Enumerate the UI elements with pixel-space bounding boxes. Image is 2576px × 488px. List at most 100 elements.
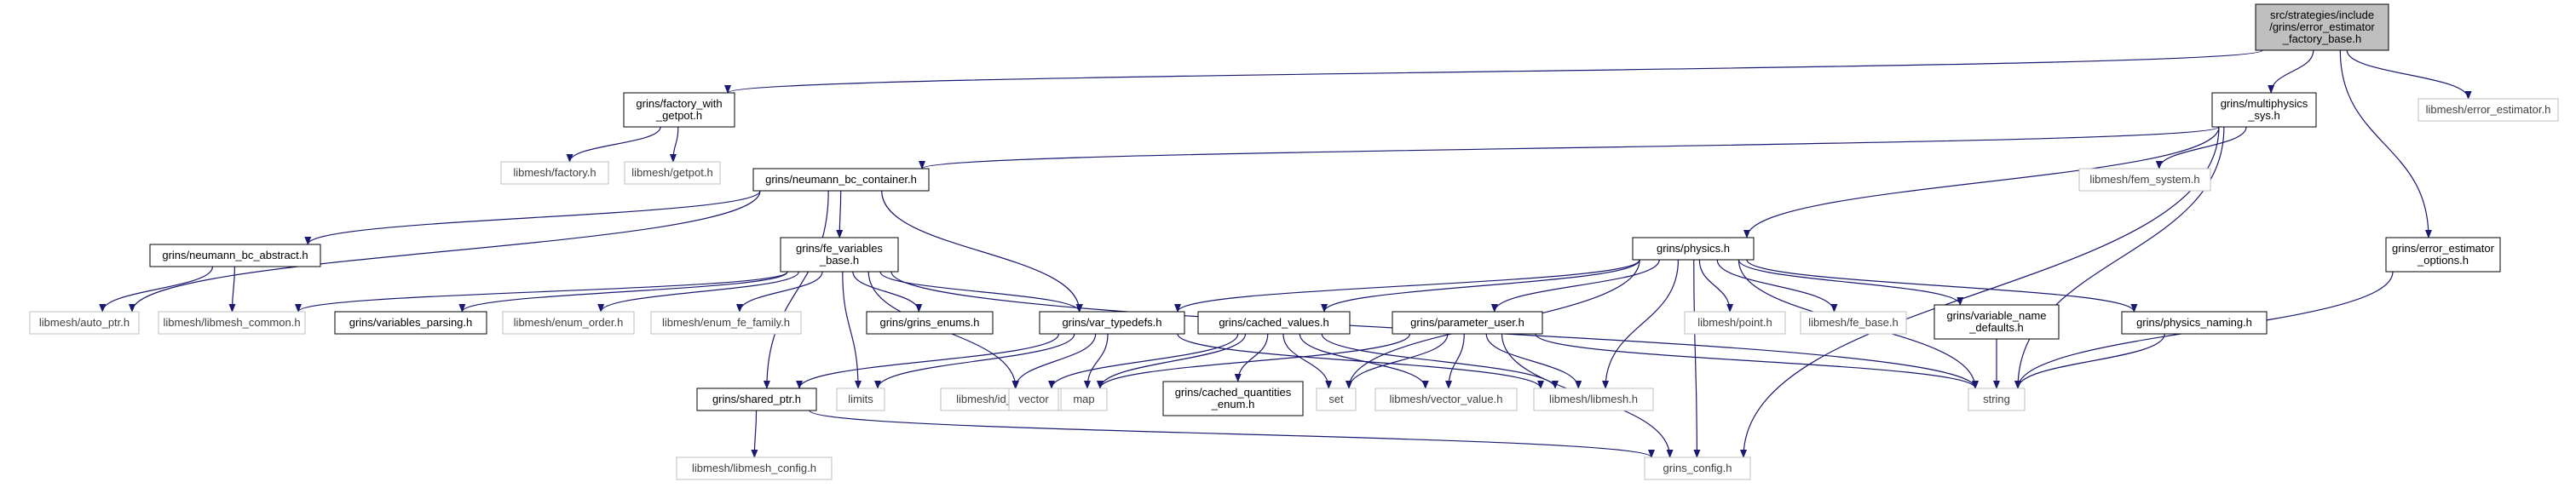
- edge-parameter_user-to-libmesh_libmesh: [1485, 333, 1582, 389]
- edge-line: [1234, 333, 1269, 382]
- edge-parameter_user-to-libmesh_vector_value: [1445, 333, 1465, 389]
- node-label-line: libmesh/enum_fe_family.h: [662, 316, 790, 329]
- node-variable-name-defaults[interactable]: grins/variable_name_defaults.h: [1933, 304, 2060, 340]
- edge-line: [2346, 49, 2472, 100]
- node-label-line: grins/cached_quantities: [1175, 386, 1292, 399]
- node-box: [1684, 311, 1786, 335]
- node-enum-order: libmesh/enum_order.h: [502, 311, 635, 335]
- edge-line: [566, 126, 661, 163]
- node-label-line: libmesh/fe_base.h: [1808, 316, 1899, 329]
- node-box: [1039, 311, 1185, 335]
- edge-line: [1743, 126, 2220, 238]
- edge-line: [1445, 333, 1465, 389]
- edge-fe_variables_base-to-libmesh_common: [295, 271, 788, 313]
- edge-line: [874, 333, 1075, 389]
- node-grins-enums[interactable]: grins/grins_enums.h: [866, 311, 994, 335]
- edge-line: [99, 266, 214, 313]
- node-libmesh-point: libmesh/point.h: [1684, 311, 1786, 335]
- node-box: [149, 244, 321, 267]
- edge-line: [735, 271, 823, 313]
- edge-line: [763, 190, 829, 389]
- edge-line: [1011, 333, 1097, 389]
- edge-var_typedefs-to-map: [1083, 333, 1109, 389]
- node-limits: limits: [836, 388, 885, 411]
- node-label-line: libmesh/enum_order.h: [514, 316, 624, 329]
- node-cached-values[interactable]: grins/cached_values.h: [1197, 311, 1351, 335]
- edge-physics-to-variable_name_defaults: [1738, 259, 1964, 306]
- edge-root-to-factory_with_getpot: [724, 49, 2263, 94]
- node-label-line: grins/physics_naming.h: [2136, 316, 2252, 329]
- node-var-typedefs[interactable]: grins/var_typedefs.h: [1039, 311, 1185, 335]
- node-label-line: grins/factory_with: [636, 97, 722, 110]
- edge-line: [304, 190, 761, 245]
- node-neumann-bc-container[interactable]: grins/neumann_bc_container.h: [752, 168, 930, 192]
- edge-line: [1716, 259, 1838, 313]
- node-libmesh-factory: libmesh/factory.h: [500, 161, 609, 185]
- edge-line: [1299, 333, 1429, 389]
- node-box: [2078, 168, 2211, 192]
- node-libmesh-common: libmesh/libmesh_common.h: [158, 311, 306, 335]
- edge-fe_variables_base-to-limits: [842, 271, 862, 389]
- node-label-line: libmesh/vector_value.h: [1390, 393, 1503, 405]
- node-box: [2385, 237, 2501, 273]
- node-label-line: map: [1073, 393, 1094, 405]
- edge-root-to-libmesh_error_estimator: [2346, 49, 2472, 100]
- edge-neumann_bc_abstract-to-libmesh_auto_ptr: [99, 266, 214, 313]
- edge-line: [1693, 259, 1701, 458]
- node-label-line: libmesh/auto_ptr.h: [39, 316, 130, 329]
- edge-line: [1177, 333, 1544, 389]
- node-label-line: limits: [848, 393, 873, 405]
- node-label-line: vector: [1018, 393, 1049, 405]
- node-label-line: _defaults.h: [1968, 321, 2024, 334]
- edge-neumann_bc_container-to-libmesh_auto_ptr: [129, 190, 761, 313]
- edge-multiphysics_sys-to-neumann_bc_container: [919, 126, 2220, 169]
- node-label-line: grins/physics.h: [1657, 242, 1730, 255]
- node-label-line: string: [1983, 393, 2010, 405]
- node-physics-naming[interactable]: grins/physics_naming.h: [2121, 311, 2268, 335]
- node-multiphysics-sys[interactable]: grins/multiphysics_sys.h: [2211, 92, 2317, 128]
- node-box: [1800, 311, 1907, 335]
- node-neumann-bc-abstract[interactable]: grins/neumann_bc_abstract.h: [149, 244, 321, 267]
- edge-multiphysics_sys-to-libmesh_fem_system: [2155, 126, 2247, 169]
- edge-fe_variables_base-to-var_typedefs: [879, 271, 1083, 313]
- edge-line: [1174, 259, 1640, 313]
- edge-line: [2014, 333, 2165, 389]
- node-root[interactable]: src/strategies/include/grins/error_estim…: [2255, 3, 2389, 51]
- edge-physics-to-libmesh_point: [1698, 259, 1734, 313]
- edge-line: [1746, 259, 2138, 313]
- edge-line: [2155, 126, 2247, 169]
- edge-line: [2339, 49, 2432, 238]
- edge-line: [842, 271, 862, 389]
- node-parameter-user[interactable]: grins/parameter_user.h: [1392, 311, 1543, 335]
- node-box: [2255, 3, 2389, 51]
- edge-line: [1485, 333, 1582, 389]
- node-box: [2418, 98, 2559, 122]
- node-box: [866, 311, 994, 335]
- edge-physics-to-libmesh_fe_base: [1716, 259, 1838, 313]
- edge-multiphysics_sys-to-string: [2014, 126, 2225, 389]
- node-box: [500, 161, 609, 185]
- node-libmesh-auto-ptr: libmesh/auto_ptr.h: [29, 311, 140, 335]
- edge-line: [1048, 333, 1239, 389]
- node-box: [1933, 304, 2060, 340]
- edge-var_typedefs-to-shared_ptr: [796, 333, 1060, 389]
- edge-line: [228, 266, 236, 313]
- edge-fe_variables_base-to-grins_enums: [852, 271, 923, 313]
- node-label-line: _base.h: [819, 254, 859, 267]
- node-libmesh-vector-value: libmesh/vector_value.h: [1374, 388, 1518, 411]
- node-fe-variables-base[interactable]: grins/fe_variables_base.h: [780, 237, 899, 273]
- edge-fe_variables_base-to-variables_parsing: [458, 271, 788, 313]
- edge-cached_values-to-cached_quantities_enum: [1234, 333, 1269, 382]
- node-variables-parsing[interactable]: grins/variables_parsing.h: [334, 311, 487, 335]
- edge-line: [2014, 126, 2225, 389]
- node-physics[interactable]: grins/physics.h: [1632, 237, 1755, 261]
- node-set: set: [1316, 388, 1357, 411]
- node-error-estimator-options[interactable]: grins/error_estimator_options.h: [2385, 237, 2501, 273]
- edge-line: [1535, 333, 1979, 389]
- node-factory-with-getpot[interactable]: grins/factory_with_getpot.h: [623, 92, 735, 128]
- edge-factory_with_getpot-to-libmesh_getpot: [669, 126, 679, 163]
- node-cached-quantities-enum[interactable]: grins/cached_quantities_enum.h: [1162, 381, 1304, 416]
- node-shared-ptr[interactable]: grins/shared_ptr.h: [696, 388, 817, 411]
- node-libmesh-libmesh-config: libmesh/libmesh_config.h: [676, 456, 833, 480]
- node-label-line: libmesh/factory.h: [513, 166, 596, 179]
